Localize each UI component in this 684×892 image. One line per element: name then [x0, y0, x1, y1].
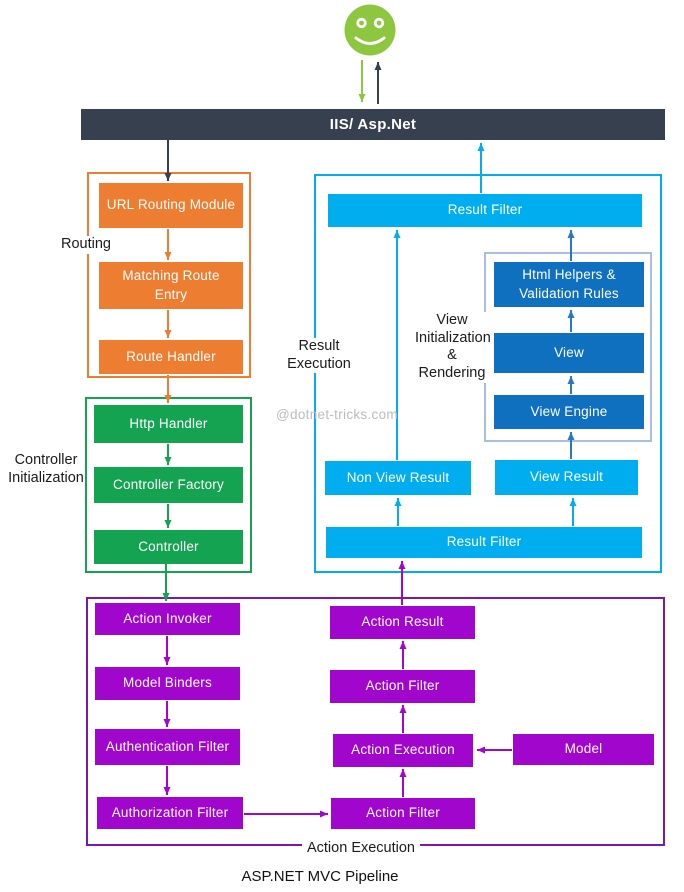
node-view-engine: View Engine	[494, 395, 644, 429]
node-matching-route-entry: Matching Route Entry	[99, 262, 243, 309]
node-action-filter-lower: Action Filter	[331, 798, 475, 829]
label-view-initialization-rendering: View Initialization & Rendering	[415, 312, 491, 383]
node-model-binders: Model Binders	[95, 667, 240, 700]
node-authorization-filter: Authorization Filter	[97, 797, 243, 829]
page-title: ASP.NET MVC Pipeline	[241, 868, 399, 885]
iis-aspnet-bar: IIS/ Asp.Net	[81, 109, 665, 140]
node-action-invoker: Action Invoker	[95, 603, 240, 635]
node-result-filter-bottom: Result Filter	[326, 527, 642, 558]
node-non-view-result: Non View Result	[325, 461, 471, 495]
label-controller-initialization: Controller Initialization	[8, 452, 84, 486]
node-html-helpers-validation-rules: Html Helpers & Validation Rules	[494, 262, 644, 307]
node-view: View	[494, 333, 644, 373]
node-result-filter-top: Result Filter	[328, 194, 642, 227]
node-action-result: Action Result	[330, 606, 475, 639]
node-controller-factory: Controller Factory	[94, 467, 243, 503]
label-action-execution: Action Execution	[302, 840, 420, 858]
result-execution-group-border	[314, 174, 662, 573]
watermark: @dotnet-tricks.com	[276, 407, 398, 422]
node-controller: Controller	[94, 530, 243, 564]
node-model: Model	[513, 734, 654, 765]
label-routing: Routing	[50, 236, 122, 254]
label-result-execution: Result Execution	[278, 338, 360, 374]
node-authentication-filter: Authentication Filter	[95, 729, 240, 765]
smiley-face-icon	[344, 4, 396, 56]
node-http-handler: Http Handler	[94, 405, 243, 443]
node-action-execution: Action Execution	[333, 734, 473, 767]
node-route-handler: Route Handler	[99, 340, 243, 374]
node-url-routing-module: URL Routing Module	[99, 183, 243, 228]
node-action-filter-upper: Action Filter	[330, 670, 475, 703]
node-view-result: View Result	[495, 460, 638, 495]
